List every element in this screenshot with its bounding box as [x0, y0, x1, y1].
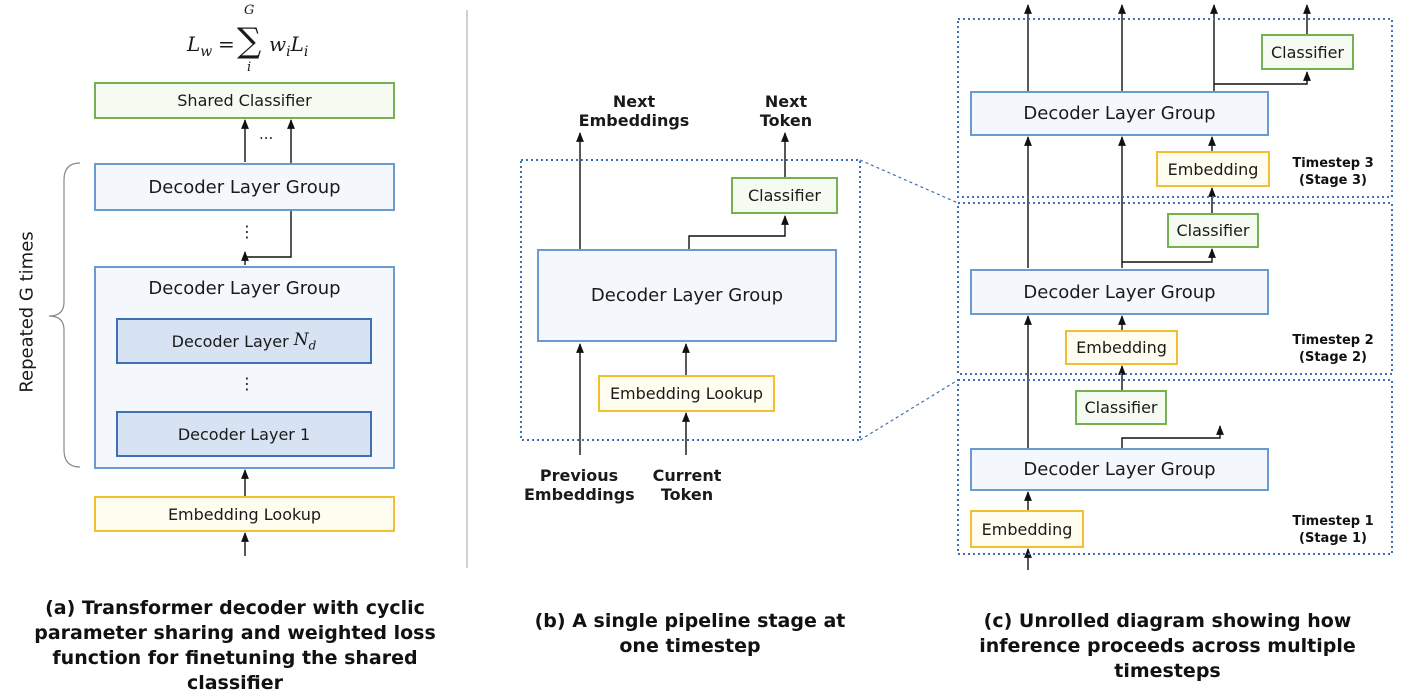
decoder-layer-nd-box: Decoder Layer Nd — [116, 318, 372, 364]
classifier-box-stage3: Classifier — [1261, 34, 1354, 70]
decoder-layer-group-top: Decoder Layer Group — [94, 163, 395, 211]
label-previous-embeddings: Previous Embeddings — [524, 466, 635, 504]
embedding-box-stage3: Embedding — [1156, 151, 1270, 187]
stage-frame-1 — [957, 379, 1393, 555]
decoder-layer-group-stage1: Decoder Layer Group — [970, 448, 1269, 491]
stage-frame-2 — [957, 202, 1393, 375]
timestep-1-label: Timestep 1(Stage 1) — [1292, 514, 1374, 546]
weighted-loss-formula: Lw = ∑ G i wiLi — [187, 3, 309, 75]
caption-b: (b) A single pipeline stage at one times… — [534, 610, 846, 657]
ellipsis-outputs: ... — [259, 125, 274, 143]
classifier-box-b: Classifier — [731, 177, 838, 214]
arrow-b-to-classifier — [688, 215, 789, 249]
repeated-g-times-label: Repeated G times — [16, 231, 38, 393]
label-next-token: Next Token — [759, 92, 813, 130]
zoom-line-bottom — [859, 379, 959, 441]
decoder-layer-group-stage3: Decoder Layer Group — [970, 91, 1269, 136]
embedding-lookup-box-a: Embedding Lookup — [94, 496, 395, 532]
decoder-layer-group-b: Decoder Layer Group — [537, 249, 837, 342]
embedding-box-stage1: Embedding — [970, 510, 1084, 548]
shared-classifier-box: Shared Classifier — [94, 82, 395, 119]
embedding-lookup-box-b: Embedding Lookup — [598, 375, 775, 412]
decoder-layer-nd-var: Nd — [293, 329, 317, 353]
caption-a: (a) Transformer decoder with cyclic para… — [34, 597, 436, 694]
decoder-layer-group-stage2: Decoder Layer Group — [970, 269, 1269, 315]
classifier-box-stage2: Classifier — [1167, 213, 1259, 248]
decoder-layer-nd-label: Decoder Layer — [171, 331, 294, 351]
repeated-brace — [48, 162, 81, 468]
embedding-box-stage2: Embedding — [1065, 330, 1178, 365]
arrow-c-group2-to-classifier2 — [1122, 248, 1216, 263]
zoom-line-top — [859, 159, 959, 204]
caption-c: (c) Unrolled diagram showing how inferen… — [979, 610, 1356, 682]
decoder-layer-1-box: Decoder Layer 1 — [116, 411, 372, 457]
arrow-c-to-classifier3 — [1214, 71, 1311, 85]
vdots-groups: ⋮ — [239, 222, 255, 241]
stage-frame-3 — [957, 18, 1393, 198]
arrow-c-group1-to-classifier1 — [1121, 425, 1224, 448]
classifier-box-stage1: Classifier — [1075, 390, 1167, 425]
label-next-embeddings: Next Embeddings — [578, 92, 690, 130]
vdots-layers: ⋮ — [239, 374, 255, 393]
label-current-token: Current Token — [652, 466, 722, 504]
timestep-3-label: Timestep 3(Stage 3) — [1292, 156, 1374, 188]
timestep-2-label: Timestep 2(Stage 2) — [1292, 333, 1374, 365]
